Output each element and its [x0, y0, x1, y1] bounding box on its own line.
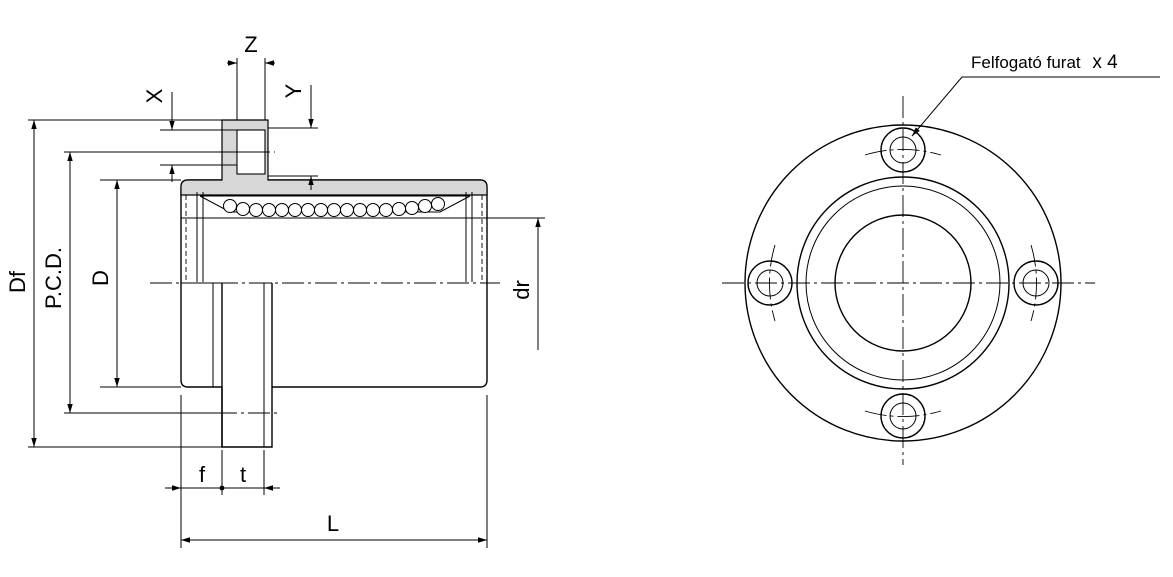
mounting-hole-top: [880, 127, 926, 173]
label-x: X: [142, 88, 167, 103]
label-f: f: [199, 462, 206, 487]
label-dr: dr: [509, 280, 534, 300]
label-y: Y: [281, 83, 306, 98]
mounting-hole-bottom: [880, 393, 926, 439]
mounting-hole-right: [1013, 260, 1059, 306]
label-z: Z: [244, 32, 257, 57]
label-t: t: [240, 462, 246, 487]
callout-leader: [911, 76, 1160, 137]
label-pcd: P.C.D.: [41, 247, 66, 309]
front-view: Felfogató furat x 4: [722, 52, 1160, 465]
side-view: Z X Y Df P.C.D. D dr f t L: [5, 32, 545, 548]
label-l: L: [327, 511, 339, 536]
callout-label: Felfogató furat x 4: [971, 52, 1118, 73]
callout-text: Felfogató furat: [971, 53, 1081, 72]
ball-row: [223, 197, 445, 217]
callout-count: x 4: [1092, 52, 1118, 73]
sleeve-outline: [180, 179, 488, 448]
label-df: Df: [5, 270, 30, 293]
wall-section: [180, 119, 488, 196]
mounting-hole-left: [747, 260, 793, 306]
label-d: D: [88, 270, 113, 286]
